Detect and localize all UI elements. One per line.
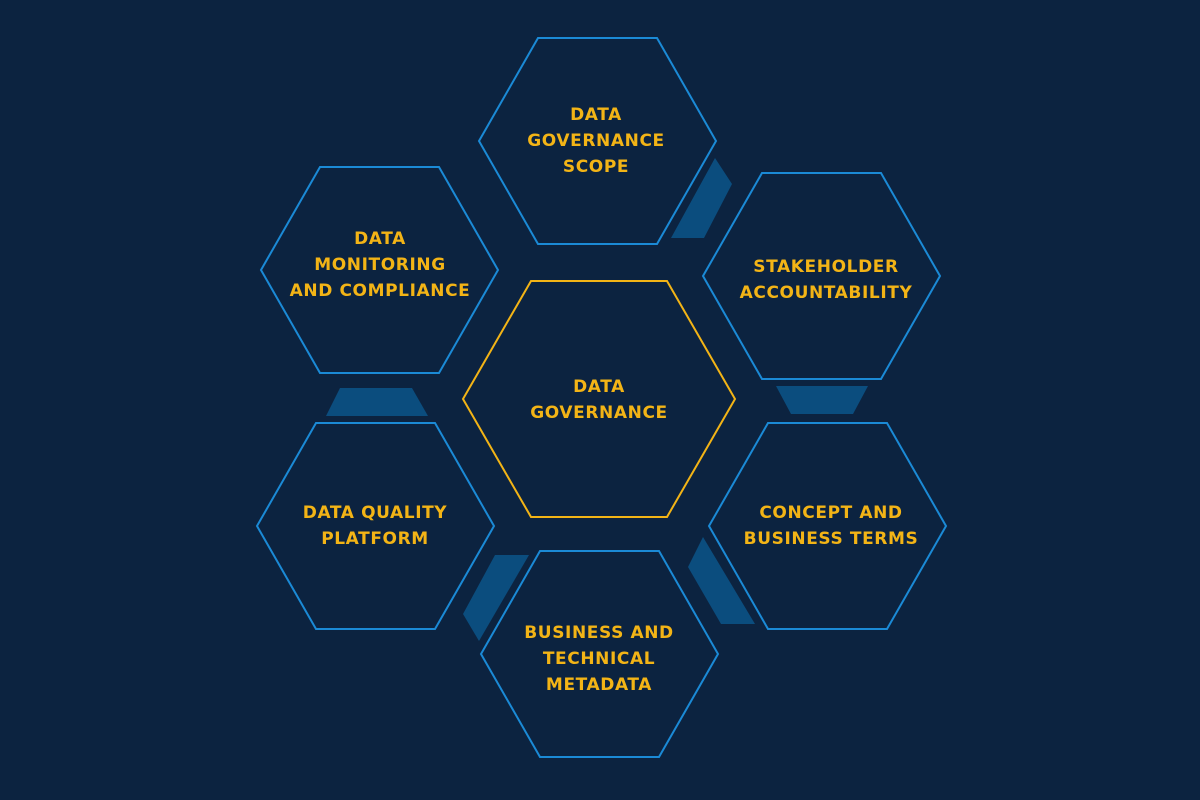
- hexagon-data-governance-scope: [477, 37, 718, 245]
- node-label-data-monitoring-and-compliance: DATA MONITORING AND COMPLIANCE: [260, 226, 500, 304]
- node-label-data-governance-scope: DATA GOVERNANCE SCOPE: [476, 102, 716, 180]
- connector-scope-stakeholder: [671, 158, 732, 238]
- node-label-line: AND COMPLIANCE: [289, 281, 471, 301]
- node-label-line: BUSINESS TERMS: [743, 529, 919, 549]
- connectors: [326, 158, 868, 641]
- hexagon-center-data-governance: [461, 280, 737, 518]
- connector-metadata-quality: [463, 555, 529, 641]
- hexagons: [255, 37, 948, 758]
- node-label-data-quality-platform: DATA QUALITY PLATFORM: [255, 500, 495, 552]
- node-label-stakeholder-accountability: STAKEHOLDER ACCOUNTABILITY: [706, 254, 946, 306]
- node-label-line: STAKEHOLDER: [753, 257, 899, 277]
- node-label-line: TECHNICAL: [542, 649, 656, 669]
- node-label-line: DATA QUALITY: [302, 503, 448, 523]
- node-label-line: BUSINESS AND: [524, 623, 674, 643]
- hexagon-concept-and-business-terms: [707, 422, 948, 630]
- node-label-line: DATA: [354, 229, 406, 249]
- node-label-line: SCOPE: [562, 157, 630, 177]
- node-label-line: ACCOUNTABILITY: [739, 283, 913, 303]
- node-label-line: METADATA: [545, 675, 653, 695]
- node-label-line: PLATFORM: [321, 529, 429, 549]
- connector-monitoring-quality: [326, 388, 428, 416]
- hexagon-business-and-technical-metadata: [479, 550, 720, 758]
- node-label-line: DATA: [570, 105, 622, 125]
- hexagon-stakeholder-accountability: [701, 172, 942, 380]
- node-label-business-and-technical-metadata: BUSINESS AND TECHNICAL METADATA: [479, 620, 719, 698]
- hexagon-data-monitoring-and-compliance: [259, 166, 500, 374]
- node-label-line: MONITORING: [314, 255, 446, 275]
- node-label-line: CONCEPT AND: [759, 503, 903, 523]
- node-label-concept-and-business-terms: CONCEPT AND BUSINESS TERMS: [711, 500, 951, 552]
- hexagon-data-quality-platform: [255, 422, 496, 630]
- center-label-line: GOVERNANCE: [530, 403, 668, 423]
- connector-stakeholder-concept: [776, 386, 868, 414]
- center-label-line: DATA: [573, 377, 625, 397]
- node-label-line: GOVERNANCE: [527, 131, 665, 151]
- connector-concept-metadata: [688, 537, 755, 624]
- center-label: DATA GOVERNANCE: [479, 374, 719, 426]
